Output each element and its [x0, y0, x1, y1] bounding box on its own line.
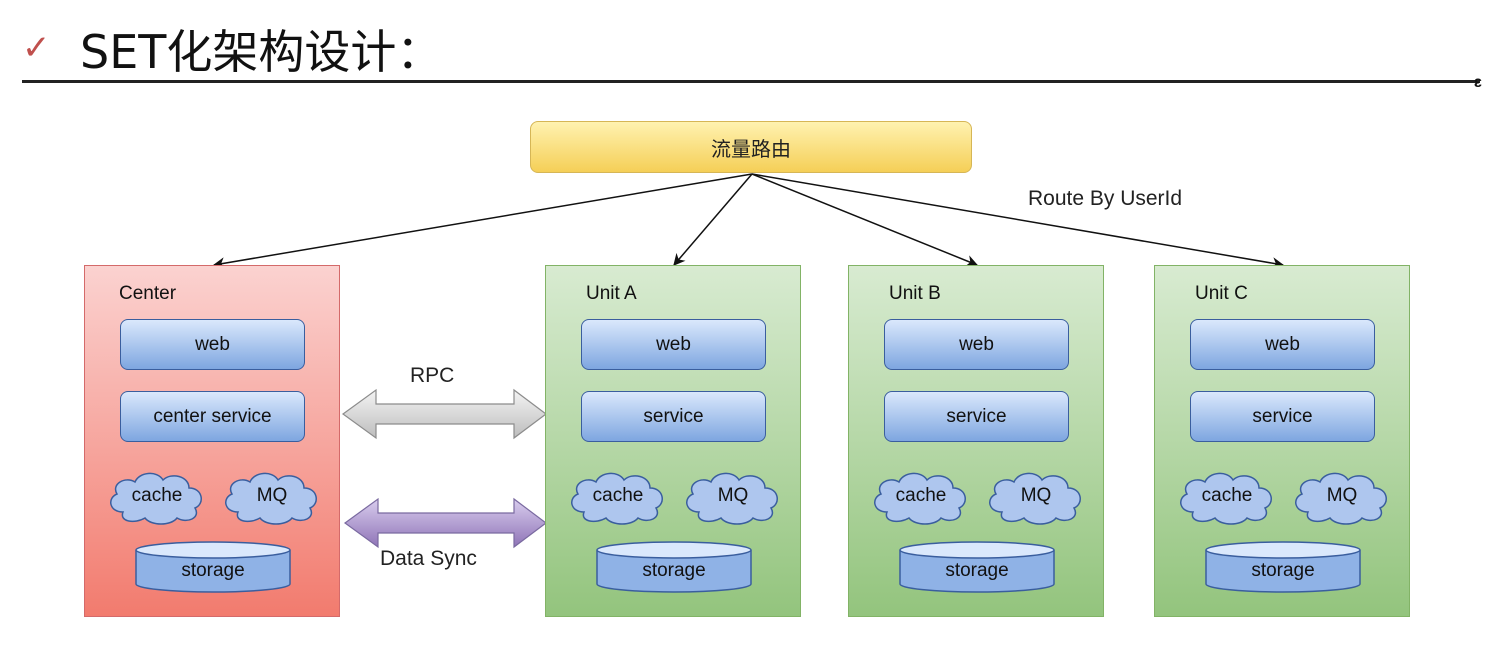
unit-title: Unit B [889, 283, 941, 304]
mq-label: MQ [1020, 485, 1052, 506]
service-box: center service [120, 391, 305, 442]
data-sync-label: Data Sync [380, 547, 477, 570]
web-box: web [1190, 319, 1375, 370]
cache-cloud: cache [105, 466, 209, 526]
mq-label: MQ [256, 485, 288, 506]
service-box: service [1190, 391, 1375, 442]
cache-label: cache [895, 485, 947, 506]
storage-label: storage [642, 560, 706, 581]
route-arrow-unit-b [751, 173, 979, 267]
mq-cloud: MQ [681, 466, 785, 526]
slide-title: SET化架构设计： [80, 25, 443, 79]
storage-cylinder: storage [134, 541, 292, 593]
underline-end-mark: ɛ [1474, 74, 1482, 91]
checkmark-icon: ✓ [22, 28, 51, 68]
storage-cylinder: storage [898, 541, 1056, 593]
route-arrow-unit-c [751, 173, 1285, 270]
cache-label: cache [592, 485, 644, 506]
slide-header: ✓ SET化架构设计： ɛ [0, 0, 1500, 91]
unit-title: Unit C [1195, 283, 1248, 304]
cache-cloud: cache [869, 466, 973, 526]
storage-cylinder: storage [1204, 541, 1362, 593]
service-box: service [884, 391, 1069, 442]
data-sync-double-arrow [343, 497, 547, 549]
unit-a: Unit A web service cache MQ storage [545, 265, 801, 617]
cache-cloud: cache [1175, 466, 1279, 526]
mq-cloud: MQ [984, 466, 1088, 526]
storage-label: storage [181, 560, 245, 581]
cache-label: cache [1201, 485, 1253, 506]
title-underline [22, 80, 1480, 83]
storage-label: storage [945, 560, 1009, 581]
storage-label: storage [1251, 560, 1315, 581]
web-box: web [120, 319, 305, 370]
unit-b: Unit B web service cache MQ storage [848, 265, 1104, 617]
mq-label: MQ [1326, 485, 1358, 506]
rpc-label: RPC [410, 364, 455, 387]
unit-title: Center [119, 283, 177, 304]
unit-title: Unit A [586, 283, 637, 304]
traffic-router-box: 流量路由 [530, 121, 972, 173]
web-box: web [581, 319, 766, 370]
service-box: service [581, 391, 766, 442]
mq-cloud: MQ [220, 466, 324, 526]
route-arrow-center [212, 173, 753, 270]
cache-label: cache [131, 485, 183, 506]
route-arrow-unit-a [673, 173, 753, 266]
mq-cloud: MQ [1290, 466, 1394, 526]
mq-label: MQ [717, 485, 749, 506]
rpc-double-arrow [341, 388, 547, 440]
center-unit: Center web center service cache MQ stora… [84, 265, 340, 617]
unit-c: Unit C web service cache MQ storage [1154, 265, 1410, 617]
cache-cloud: cache [566, 466, 670, 526]
web-box: web [884, 319, 1069, 370]
storage-cylinder: storage [595, 541, 753, 593]
route-by-userid-label: Route By UserId [1028, 187, 1183, 210]
